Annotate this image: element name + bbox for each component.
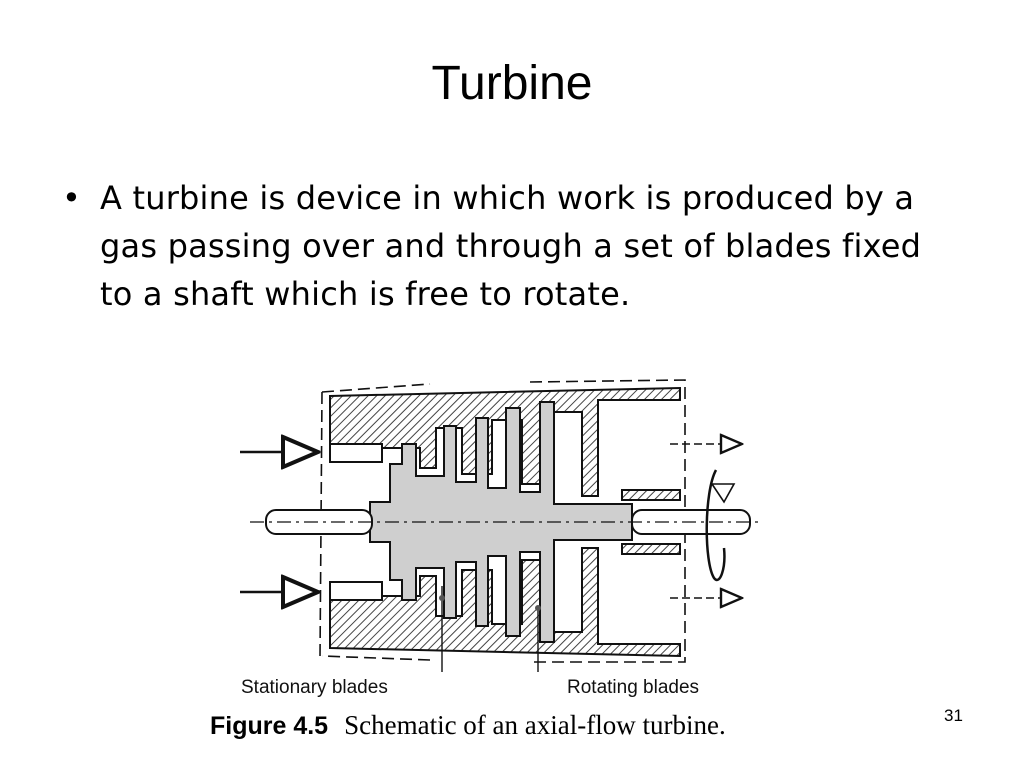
lower-exhaust-wall <box>621 543 681 555</box>
slide-title: Turbine <box>431 57 593 110</box>
stationary-blades-label: Stationary blades <box>241 677 388 698</box>
figure-caption: Figure 4.5 Schematic of an axial-flow tur… <box>210 710 726 741</box>
bullet-list: • A turbine is device in which work is p… <box>62 174 922 318</box>
upper-inlet-passage <box>329 443 383 463</box>
bullet-item: • A turbine is device in which work is p… <box>62 174 922 318</box>
lower-inlet-passage <box>329 581 383 601</box>
bullet-marker: • <box>62 179 82 217</box>
upper-exhaust-wall <box>621 489 681 501</box>
rotating-blades-label: Rotating blades <box>567 677 700 698</box>
page-number: 31 <box>944 706 963 725</box>
axial-flow-turbine-diagram <box>230 372 770 672</box>
figure-caption-text: Schematic of an axial-flow turbine. <box>344 710 726 740</box>
figure-number: Figure 4.5 <box>210 712 329 740</box>
bullet-text: A turbine is device in which work is pro… <box>100 179 922 313</box>
rotation-indicator <box>705 469 726 582</box>
